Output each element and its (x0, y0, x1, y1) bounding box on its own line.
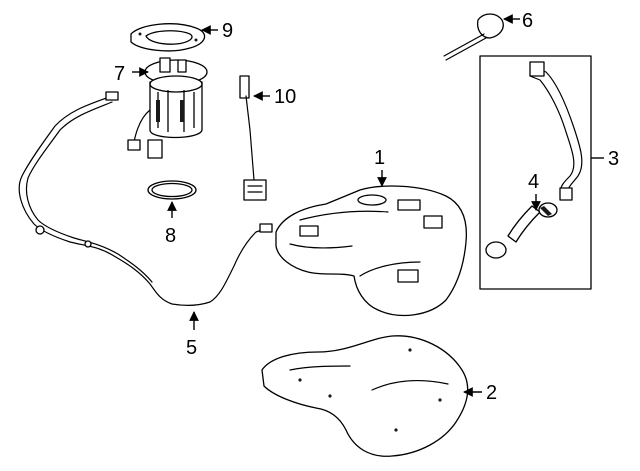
callout-5: 5 (186, 311, 199, 359)
part-8-seal[interactable] (147, 180, 197, 200)
callout-9: 9 (201, 20, 233, 42)
callout-1-label: 1 (374, 147, 385, 169)
callout-8-label: 8 (165, 225, 176, 247)
callout-5-label: 5 (186, 337, 197, 359)
part-1-fuel-tank[interactable] (275, 185, 468, 317)
callout-7-label: 7 (114, 63, 125, 85)
callout-8: 8 (165, 201, 177, 247)
callout-6: 6 (503, 10, 533, 32)
callout-6-label: 6 (522, 10, 533, 32)
callout-3: 3 (591, 148, 619, 170)
callout-4: 4 (528, 171, 541, 211)
part-10-level-sensor[interactable] (239, 75, 267, 201)
callout-3-label: 3 (608, 148, 619, 170)
callout-2: 2 (463, 382, 497, 404)
callout-7: 7 (114, 63, 149, 85)
callout-10-label: 10 (274, 86, 296, 108)
callout-4-label: 4 (528, 171, 539, 193)
part-4-hose[interactable] (485, 202, 558, 259)
callout-1: 1 (374, 147, 387, 187)
part-9-lock-ring[interactable] (130, 23, 206, 52)
callout-9-label: 9 (222, 20, 233, 42)
part-2-heat-shield[interactable] (261, 335, 469, 457)
part-7-fuel-pump-module[interactable] (127, 57, 208, 159)
part-5-fuel-lines[interactable] (18, 91, 273, 306)
callout-2-label: 2 (486, 382, 497, 404)
part-6-filler-breather[interactable] (443, 13, 504, 61)
callout-10: 10 (253, 86, 296, 108)
